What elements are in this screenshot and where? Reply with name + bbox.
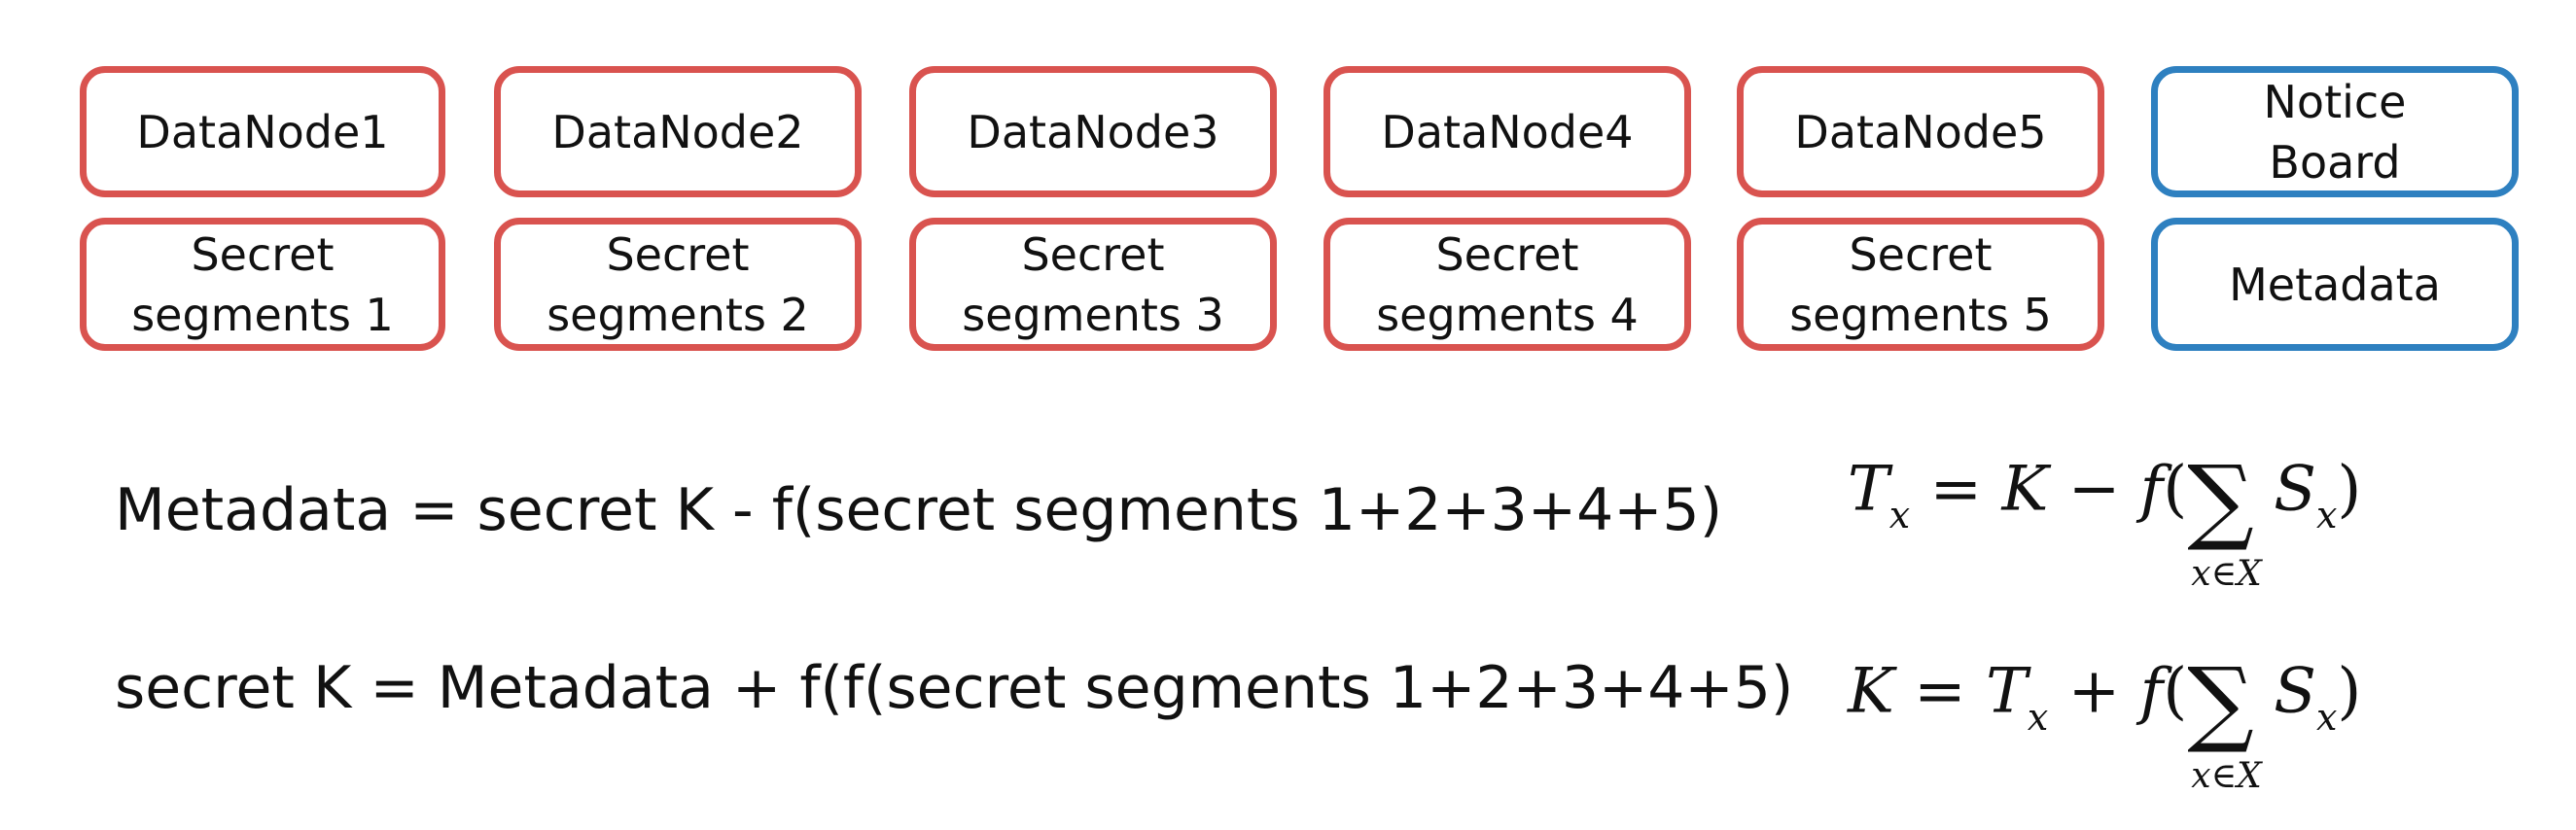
formula-secret-k: K = Tx + f(∑x∈X Sx) <box>1848 641 2362 796</box>
formula1-s-sub: x <box>2315 493 2338 536</box>
formula2-f: f <box>2139 655 2164 728</box>
secret-segments-4-box: Secret segments 4 <box>1323 218 1691 351</box>
notice-board-line1: Notice <box>2263 75 2407 128</box>
notice-board-line2: Board <box>2269 135 2401 189</box>
formula1-sum: ∑x∈X <box>2187 439 2262 594</box>
formula2-sum-index: x∈X <box>2191 756 2262 796</box>
datanode-2-box: DataNode2 <box>494 66 862 197</box>
formula1-t: T <box>1848 453 1889 526</box>
formula-metadata: Tx = K − f(∑x∈X Sx) <box>1848 439 2362 594</box>
formula2-sigma-icon: ∑ <box>2187 647 2254 756</box>
formula1-equals: = <box>1929 453 1983 526</box>
metadata-box: Metadata <box>2151 218 2519 351</box>
formula1-minus: − <box>2067 453 2121 526</box>
metadata-label: Metadata <box>2229 258 2441 311</box>
formula1-close-paren: ) <box>2337 453 2362 526</box>
datanode-2-label: DataNode2 <box>551 105 804 158</box>
formula1-sigma-icon: ∑ <box>2187 445 2254 554</box>
secret-segments-5-box: Secret segments 5 <box>1737 218 2104 351</box>
datanode-5-box: DataNode5 <box>1737 66 2104 197</box>
formula2-s: S <box>2274 655 2316 728</box>
formula2-open-paren: ( <box>2163 655 2188 728</box>
datanode-3-box: DataNode3 <box>909 66 1277 197</box>
formula2-equals: = <box>1914 655 1966 728</box>
datanode-4-label: DataNode4 <box>1381 105 1634 158</box>
formula2-sum: ∑x∈X <box>2187 641 2262 796</box>
formula1-open-paren: ( <box>2163 453 2188 526</box>
equation-secret-k-text: secret K = Metadata + f(f(secret segment… <box>115 654 1794 722</box>
secret-segments-2-line1: Secret <box>606 227 750 281</box>
notice-board-box: Notice Board <box>2151 66 2519 197</box>
formula2-s-sub: x <box>2315 695 2338 739</box>
datanode-5-label: DataNode5 <box>1794 105 2047 158</box>
datanode-4-box: DataNode4 <box>1323 66 1691 197</box>
secret-segments-2-line2: segments 2 <box>547 288 809 341</box>
formula2-close-paren: ) <box>2337 655 2362 728</box>
formula1-s: S <box>2274 453 2316 526</box>
secret-segments-3-line1: Secret <box>1021 227 1165 281</box>
secret-segments-1-line2: segments 1 <box>131 288 394 341</box>
secret-segments-4-line1: Secret <box>1435 227 1579 281</box>
secret-segments-3-box: Secret segments 3 <box>909 218 1277 351</box>
secret-segments-5-line1: Secret <box>1849 227 1993 281</box>
formula2-t: T <box>1986 655 2028 728</box>
datanode-1-label: DataNode1 <box>136 105 389 158</box>
secret-segments-3-line2: segments 3 <box>962 288 1224 341</box>
formula2-k: K <box>1848 655 1894 728</box>
formula2-plus: + <box>2067 655 2121 728</box>
datanode-3-label: DataNode3 <box>967 105 1219 158</box>
equation-metadata-text: Metadata = secret K - f(secret segments … <box>115 476 1723 544</box>
secret-segments-1-line1: Secret <box>191 227 335 281</box>
secret-segments-5-line2: segments 5 <box>1789 288 2052 341</box>
formula2-t-sub: x <box>2027 695 2049 739</box>
formula1-k: K <box>2001 453 2049 526</box>
formula1-t-sub: x <box>1888 493 1911 536</box>
datanode-1-box: DataNode1 <box>80 66 445 197</box>
formula1-f: f <box>2139 453 2164 526</box>
secret-segments-1-box: Secret segments 1 <box>80 218 445 351</box>
formula1-sum-index: x∈X <box>2191 554 2262 594</box>
secret-segments-2-box: Secret segments 2 <box>494 218 862 351</box>
secret-segments-4-line2: segments 4 <box>1376 288 1639 341</box>
